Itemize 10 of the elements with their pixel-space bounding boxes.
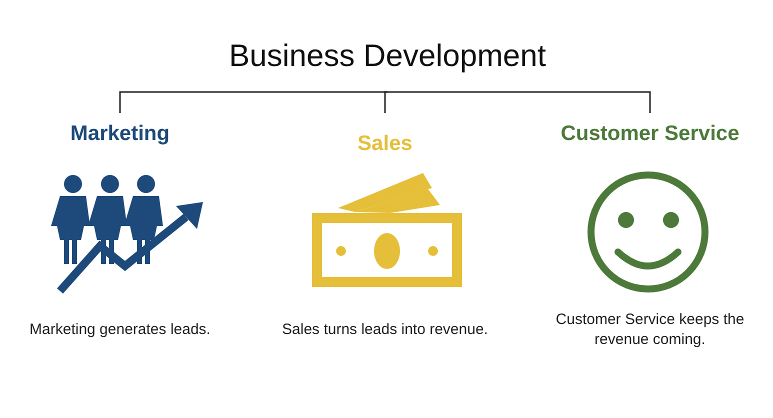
description-text: Marketing generates leads. (28, 320, 212, 340)
connector-line (384, 91, 388, 113)
root-node-label: Business Development (228, 38, 548, 74)
department-heading: Sales (356, 131, 414, 157)
department-heading: Marketing (69, 121, 171, 147)
description-text: Customer Service keeps the revenue coming. (554, 310, 746, 350)
connector-line (119, 91, 388, 113)
department-heading: Customer Service (560, 121, 740, 147)
connector-line (388, 91, 651, 113)
description-text: Sales turns leads into revenue. (281, 320, 489, 340)
